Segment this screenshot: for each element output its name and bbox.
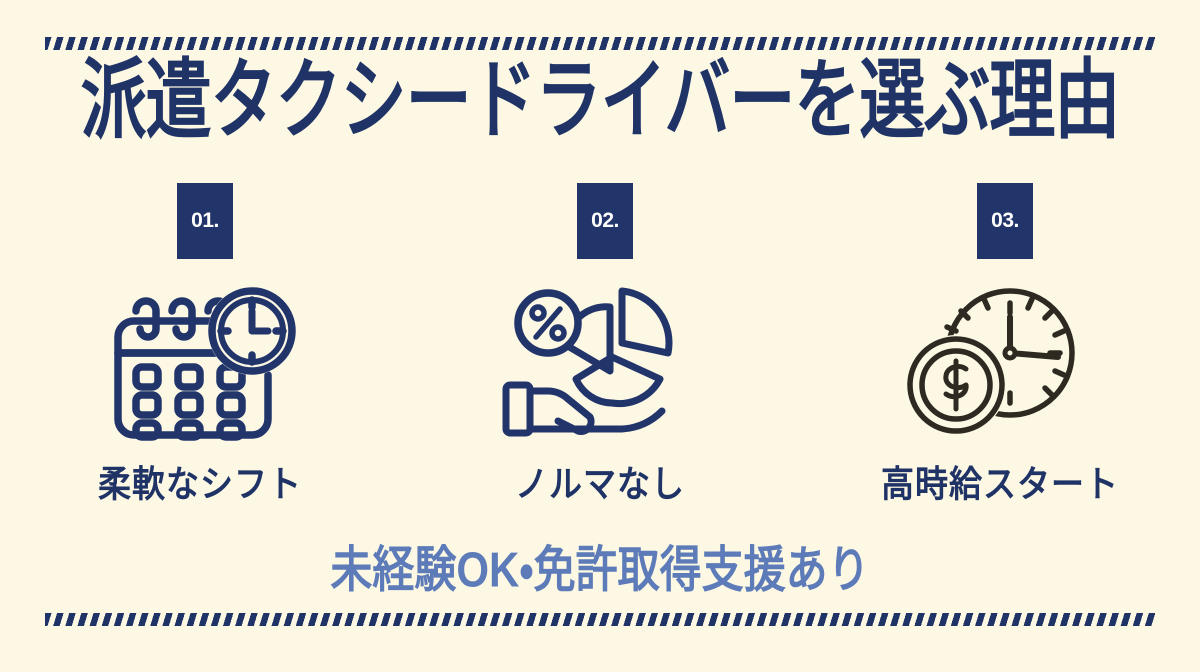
feature-number-badge-2: 02. <box>577 183 633 259</box>
feature-caption-3: 高時給スタート <box>881 463 1119 505</box>
clock-dollar-coin-icon <box>900 281 1100 441</box>
top-decorative-rule <box>45 37 1155 50</box>
feature-column-2: 02. <box>400 183 800 505</box>
bottom-decorative-rule <box>45 613 1155 626</box>
calendar-clock-icon <box>100 281 300 441</box>
feature-number-badge-3: 03. <box>977 183 1033 259</box>
feature-caption-1: 柔軟なシフト <box>98 463 302 505</box>
dash-strip-top <box>45 37 1155 50</box>
feature-caption-2: ノルマなし <box>515 463 685 505</box>
feature-number-badge-1: 01. <box>177 183 233 259</box>
tagline: 未経験OK・免許取得支援あり <box>330 541 870 598</box>
page-title: 派遣タクシードライバーを選ぶ理由 <box>80 50 1121 149</box>
hand-pie-chart-percent-icon <box>500 281 700 441</box>
feature-column-3: 03. <box>800 183 1200 505</box>
dash-strip-bottom <box>45 613 1155 626</box>
feature-column-1: 01. <box>0 183 400 505</box>
feature-columns: 01. <box>0 183 1200 505</box>
